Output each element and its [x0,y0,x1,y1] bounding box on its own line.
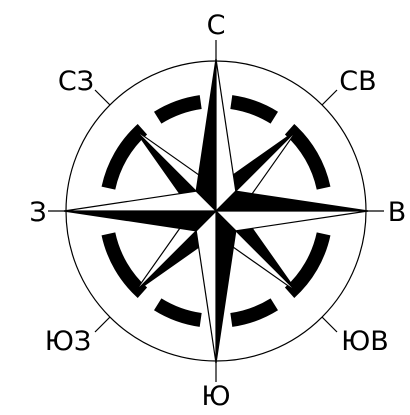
ring-segment [158,102,201,118]
ring-segment [231,304,274,320]
ring-segment [108,234,142,293]
south-point-half-left [216,211,236,363]
tick-northeast [322,90,337,105]
tick-southeast [322,317,337,332]
label-north: С [207,10,226,41]
label-southwest: ЮЗ [45,326,91,357]
north-point-half-right [216,59,236,211]
east-point-half-right [216,211,368,231]
north-point-half-left [196,59,216,211]
ring-segment [290,234,324,293]
tick-northwest [95,90,110,105]
label-east: В [388,197,407,228]
west-point-half-left [64,211,216,231]
ring-segment [158,304,201,320]
label-northeast: СВ [339,66,376,97]
west-point-half-right [64,191,216,211]
label-northwest: СЗ [58,66,94,97]
tick-southwest [95,317,110,332]
label-southeast: ЮВ [341,326,389,357]
label-south: Ю [201,381,230,412]
south-point-half-right [196,211,216,363]
ring-segment [108,129,142,188]
east-point-half-left [216,191,368,211]
ring-segment [231,102,274,118]
ring-segment [290,129,324,188]
label-west: З [29,197,46,228]
